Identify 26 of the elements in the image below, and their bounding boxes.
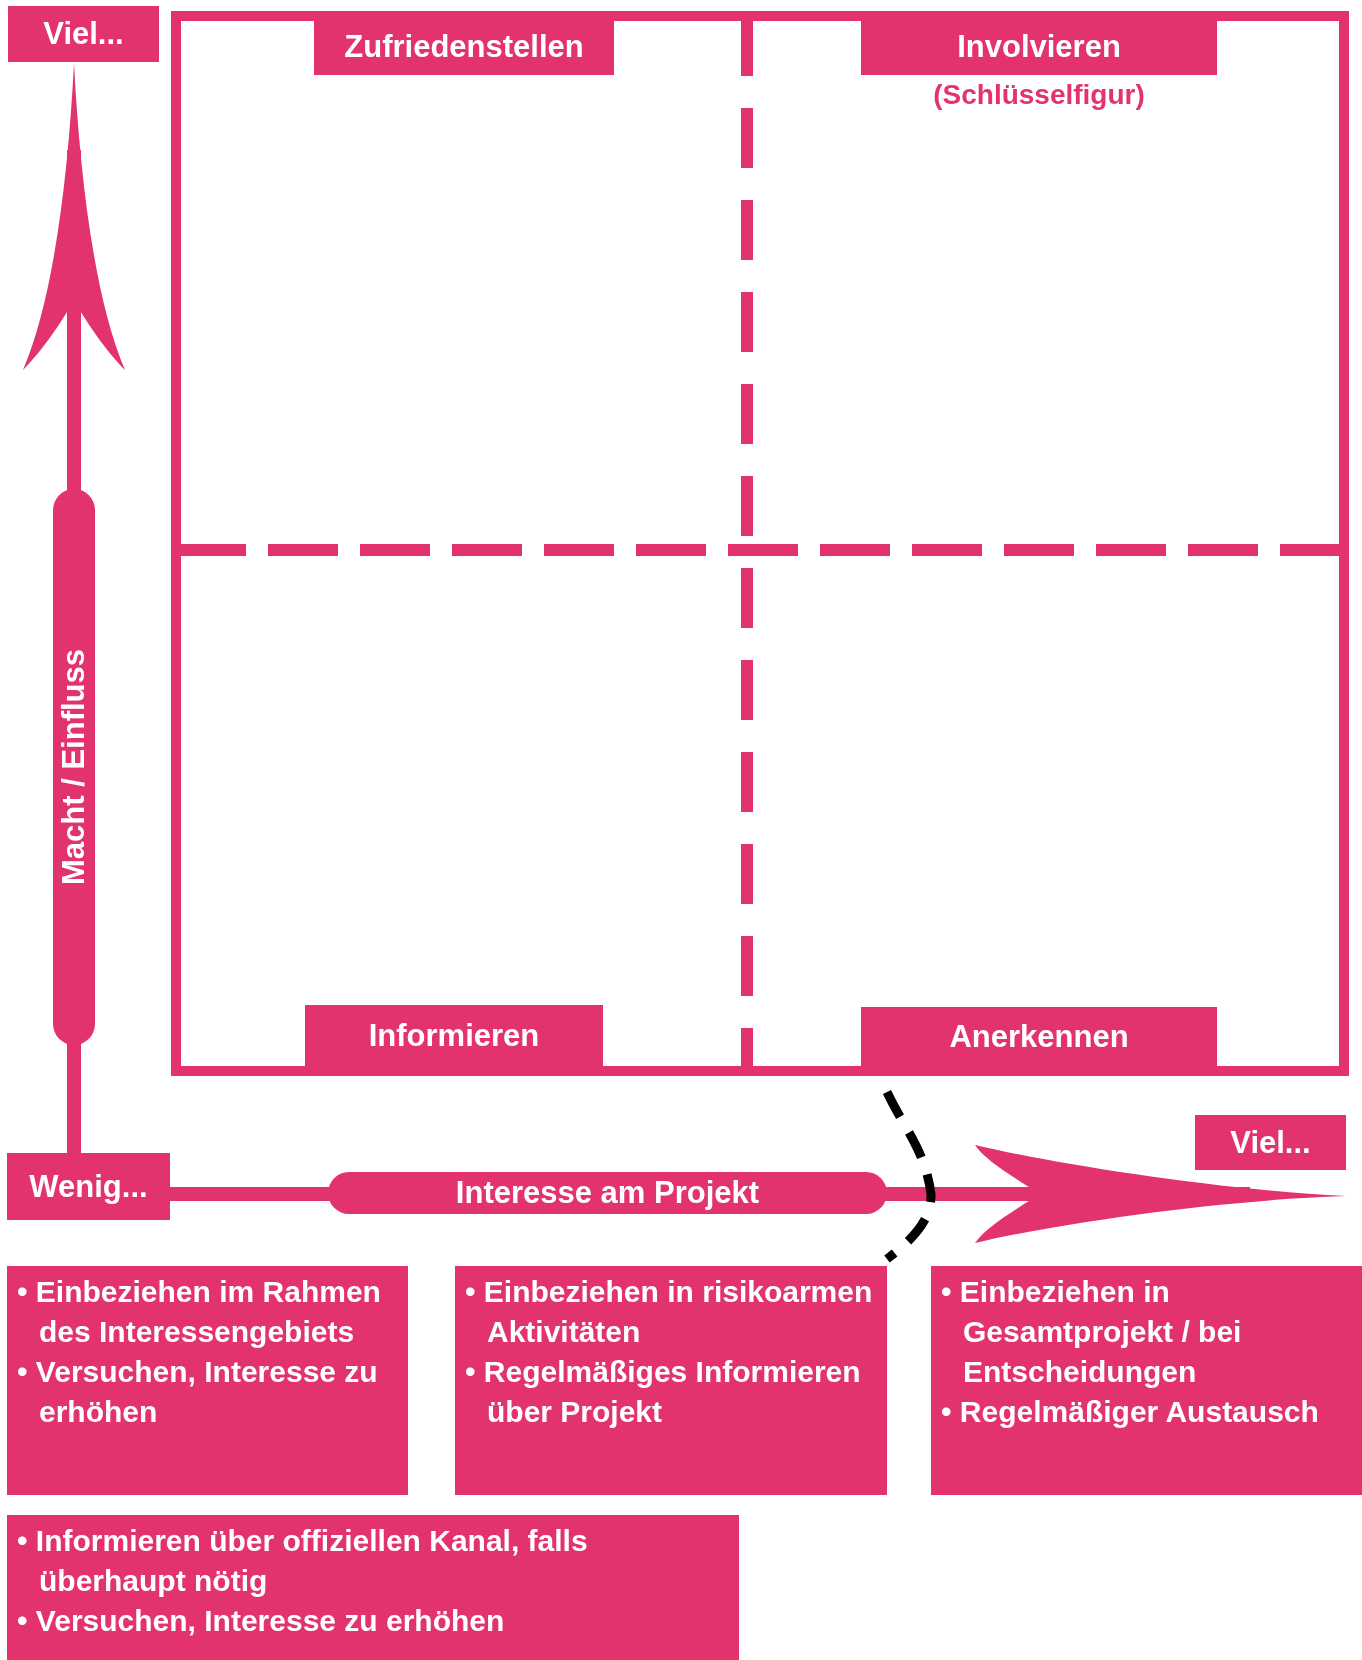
- strategy-panel: [931, 1266, 1362, 1495]
- quadrant-label: Informieren: [305, 1005, 603, 1067]
- node-label: Zufriedenstellen: [344, 29, 584, 64]
- bullet-text: • Regelmäßiges Informieren über Projekt: [465, 1353, 862, 1430]
- bullet-text: • Regelmäßiger Austausch: [941, 1393, 1320, 1430]
- strategy-panel: [7, 1515, 739, 1660]
- bullet-text: • Einbeziehen in Gesamtprojekt / bei Entscheidungen: [941, 1274, 1243, 1390]
- axis-label: Wenig...: [7, 1153, 170, 1220]
- axis-title: Interesse am Projekt: [328, 1172, 887, 1214]
- bullet-text: • Einbeziehen in risikoarmen Aktivitäten: [465, 1274, 874, 1350]
- node-label: Anerkennen: [949, 1019, 1129, 1054]
- note-text: (Schlüsselfigur): [932, 79, 1146, 111]
- bullet-text: • Informieren über offiziellen Kanal, falls überhaupt nötig: [17, 1523, 589, 1599]
- strategy-panel: [7, 1266, 408, 1495]
- bullet-text: • Versuchen, Interesse zu erhöhen: [17, 1353, 379, 1430]
- node-label: Involvieren: [957, 29, 1121, 64]
- quadrant-label: Zufriedenstellen: [314, 19, 614, 75]
- node-label: Informieren: [368, 1018, 540, 1053]
- bullet-text: • Versuchen, Interesse zu erhöhen: [17, 1602, 506, 1639]
- strategy-panel: [455, 1266, 887, 1495]
- bullet-text: • Einbeziehen im Rahmen des Interessengebiets: [17, 1274, 382, 1350]
- axis-label: Viel...: [8, 6, 159, 62]
- quadrant-label: Involvieren: [861, 19, 1217, 75]
- quadrant-label: Anerkennen: [861, 1007, 1217, 1067]
- axis-title: Macht / Einfluss: [53, 489, 95, 1045]
- axis-label: Viel...: [1195, 1115, 1346, 1170]
